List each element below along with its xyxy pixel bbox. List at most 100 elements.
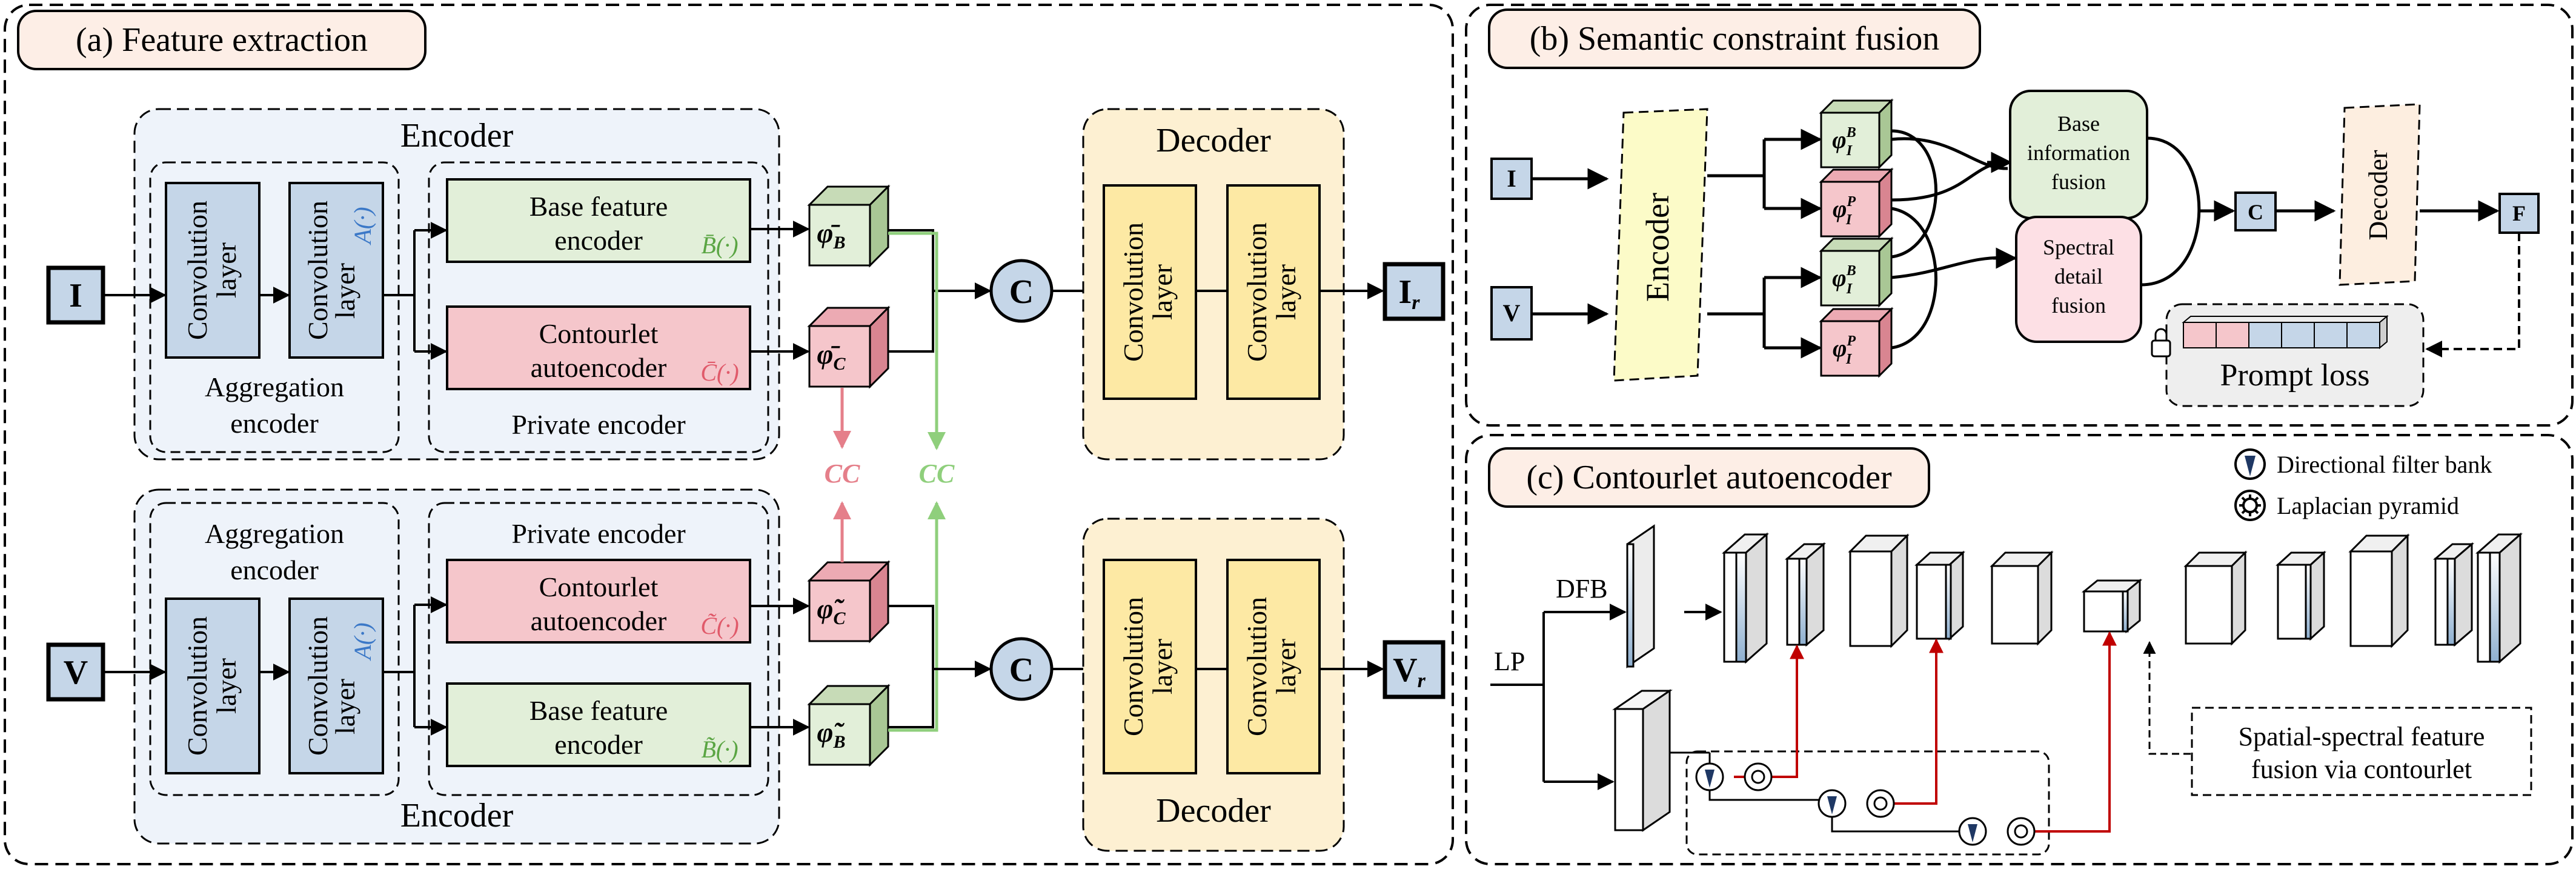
b-spectral-fusion-l2: detail [2054, 264, 2103, 288]
svg-text:Convolution: Convolution [1118, 597, 1149, 736]
b-encoder-label: Encoder [1639, 193, 1676, 302]
b-input-i-box [1490, 158, 1533, 200]
svg-text:layer: layer [211, 242, 242, 298]
bottom-phi-b-cube [807, 684, 891, 767]
b-output-f-label: F [2512, 201, 2526, 225]
top-cont-fn: C̄(·) [700, 359, 739, 386]
bottom-decoder-title: Decoder [1156, 792, 1271, 830]
input-v-label: V [64, 654, 88, 691]
top-cont-label1: Contourlet [539, 318, 659, 349]
bottom-agg-caption2: encoder [230, 554, 319, 585]
c-contourlet-chain-box [1685, 750, 2050, 856]
bottom-phi-c-cube [807, 560, 891, 644]
bottom-dec-conv1-l1: Convolution [1118, 597, 1149, 736]
dfb-legend-icon [2234, 448, 2266, 480]
c-input-lines [1490, 611, 1624, 783]
lock-icon [2151, 328, 2171, 358]
top-base-label2: encoder [554, 225, 643, 256]
b-output-f-box [2498, 193, 2540, 234]
top-encoder-title: Encoder [400, 117, 514, 155]
legend-dfb-label: Directional filter bank [2277, 451, 2492, 478]
top-concat-label: C [1009, 273, 1034, 311]
c-dfb-icon-3 [1958, 817, 1987, 846]
b-curves [1891, 129, 2013, 350]
top-conv2-fn: A(·) [349, 207, 376, 245]
lp-label: LP [1494, 647, 1525, 676]
c-lp-icon-3 [2007, 817, 2036, 846]
bottom-base-encoder-block [446, 682, 751, 767]
output-vr-label: Vr [1393, 651, 1426, 692]
top-base-encoder-block [446, 178, 751, 263]
panel-a-title: (a) Feature extraction [76, 21, 368, 59]
panel-c-border [1465, 434, 2574, 865]
panel-c-title: (c) Contourlet autoencoder [1526, 459, 1892, 496]
top-phi-b-label: φ̄B [817, 218, 846, 253]
top-phi-c-cube [807, 305, 891, 389]
bottom-concat-label: C [1009, 651, 1034, 689]
bottom-conv2-l2: layer [330, 679, 360, 734]
b-spectral-fusion-l1: Spectral [2043, 235, 2114, 259]
svg-text:layer: layer [330, 263, 360, 319]
b-prompt-tokens [2182, 315, 2389, 350]
bottom-dec-conv2-l1: Convolution [1241, 597, 1272, 736]
b-encoder-block [1613, 108, 1708, 382]
bottom-conv2-l1: Convolution [302, 616, 333, 756]
b-input-v-box [1490, 286, 1533, 341]
top-decoder-title: Decoder [1156, 122, 1271, 159]
top-dec-conv2-l1: Convolution [1241, 222, 1272, 362]
panel-c-title-box [1488, 447, 1930, 508]
bottom-base-label2: encoder [554, 729, 643, 760]
bottom-cont-label1: Contourlet [539, 571, 659, 602]
svg-text:Convolution: Convolution [302, 616, 333, 756]
split-top [383, 229, 446, 353]
b-input-i-label: I [1507, 165, 1516, 192]
bottom-base-label1: Base feature [529, 695, 668, 726]
top-dec-conv1 [1103, 184, 1197, 400]
cc-left-label: CC [825, 459, 860, 488]
top-base-label1: Base feature [529, 191, 668, 222]
top-contourlet-block [446, 305, 751, 390]
top-dec-conv1-l2: layer [1147, 264, 1178, 320]
svg-text:layer: layer [1270, 264, 1301, 320]
top-dec-conv1-l1: Convolution [1118, 222, 1149, 362]
bottom-agg-encoder-box [149, 502, 400, 796]
top-agg-encoder-box [149, 161, 400, 453]
panel-b-border [1465, 4, 2574, 427]
bottom-dec-conv2 [1226, 559, 1321, 774]
b-base-fusion-l3: fusion [2051, 170, 2106, 194]
output-vr-box [1383, 640, 1446, 699]
bottom-merge-lines [888, 605, 991, 728]
dfb-label: DFB [1556, 574, 1608, 604]
c-red-skip-lines [1734, 634, 2111, 833]
svg-text:Convolution: Convolution [1241, 222, 1272, 362]
c-dfb-icon-2 [1817, 789, 1847, 818]
top-base-fn: B̄(·) [701, 231, 738, 259]
bottom-dec-conv2-l2: layer [1270, 639, 1301, 694]
top-dec-conv2-l2: layer [1270, 264, 1301, 320]
c-fusion-note-box [2191, 707, 2532, 796]
bottom-encoder-title: Encoder [400, 797, 514, 834]
bottom-phi-b-label: φ̃B [817, 717, 846, 752]
top-green-cc-line [888, 231, 946, 450]
svg-text:layer: layer [1147, 264, 1178, 320]
panel-a-title-box [17, 10, 427, 70]
top-cont-label2: autoencoder [531, 352, 667, 383]
c-fusion-note-pointer [2143, 641, 2191, 755]
svg-text:layer: layer [330, 679, 360, 734]
svg-text:Convolution: Convolution [1118, 222, 1149, 362]
panel-b-title: (b) Semantic constraint fusion [1530, 20, 1940, 58]
top-conv1-label: Convolution [182, 201, 213, 340]
c-lp-icon-1 [1744, 762, 1773, 791]
bottom-cont-label2: autoencoder [531, 605, 667, 636]
c-lp-block [1612, 689, 1673, 832]
bottom-agg-caption: Aggregation [205, 518, 344, 549]
svg-text:layer: layer [1147, 639, 1178, 694]
b-encoder-out-lines [1707, 139, 1766, 348]
bottom-conv1-l1: Convolution [182, 616, 213, 756]
bottom-contourlet-block [446, 559, 751, 644]
panel-a-border [4, 4, 1454, 865]
